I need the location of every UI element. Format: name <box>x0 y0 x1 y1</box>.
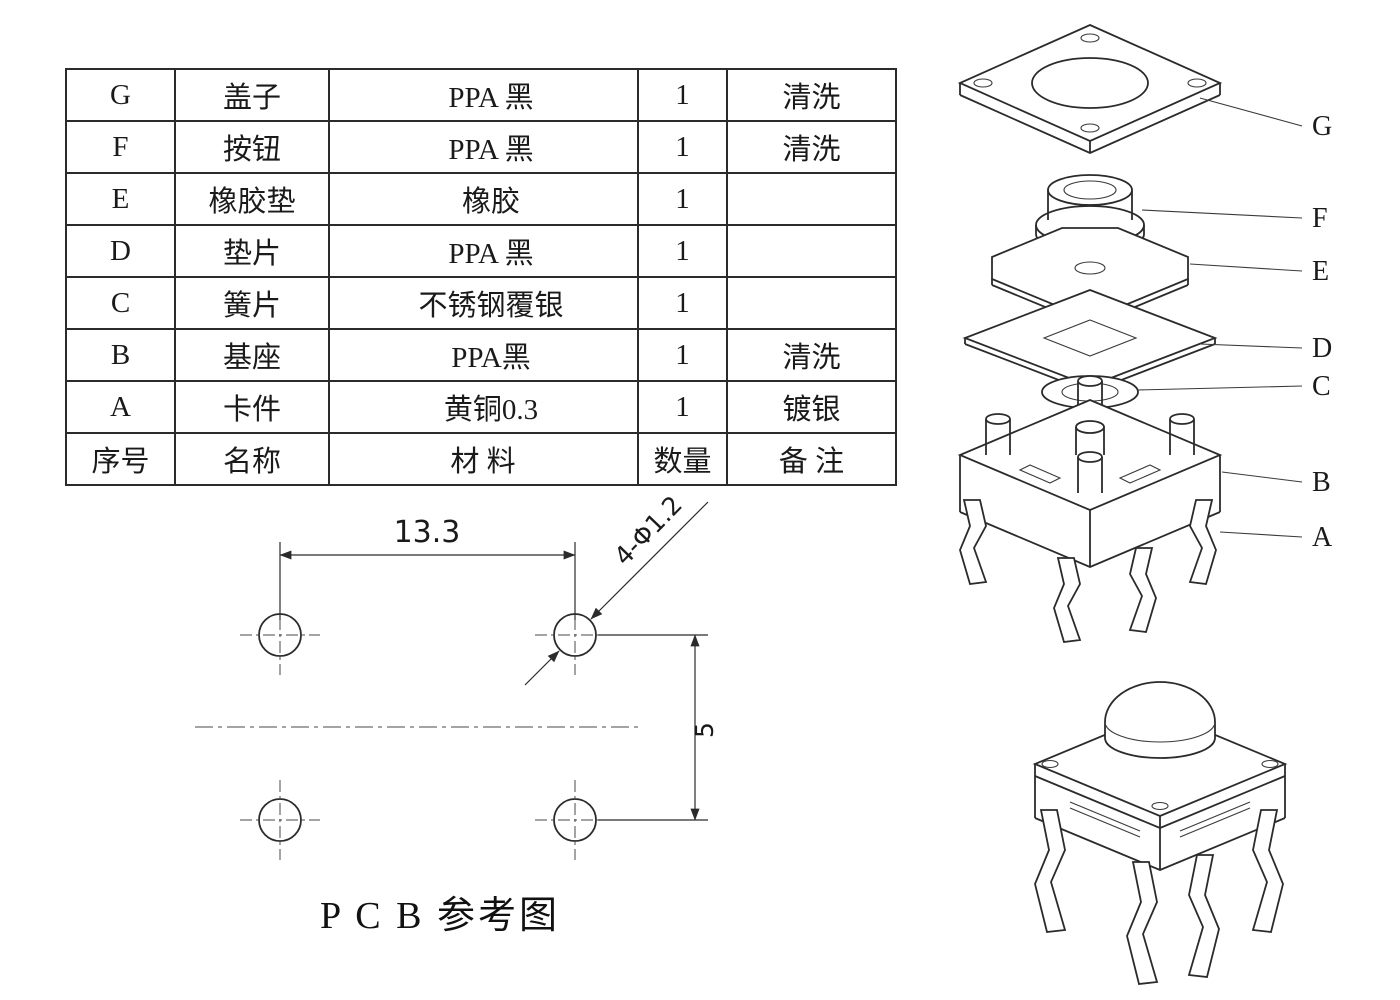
pcb-dim-width-label: 13.3 <box>394 515 461 550</box>
bom-header-name: 名称 <box>174 432 330 486</box>
assembled-button-dome <box>1104 681 1216 759</box>
part-cover-G <box>957 24 1223 154</box>
bom-cell-name: 橡胶垫 <box>174 172 330 226</box>
callout-C: C <box>1312 371 1331 402</box>
bom-cell-note: 清洗 <box>726 120 897 174</box>
bom-row-f: F 按钮 PPA 黑 1 清洗 <box>65 120 897 174</box>
bom-header-row: 序号 名称 材 料 数量 备 注 <box>65 432 897 486</box>
bom-row-g: G 盖子 PPA 黑 1 清洗 <box>65 68 897 122</box>
bom-cell-material: 橡胶 <box>328 172 639 226</box>
bom-cell-note <box>726 276 897 330</box>
assembled-view <box>1032 681 1288 985</box>
bom-cell-material: PPA 黑 <box>328 224 639 278</box>
bom-cell-note: 清洗 <box>726 328 897 382</box>
bom-cell-material: PPA 黑 <box>328 68 639 122</box>
bom-cell-no: E <box>65 172 176 226</box>
bom-cell-name: 盖子 <box>174 68 330 122</box>
bom-cell-note <box>726 224 897 278</box>
pcb-reference-drawing: 13.3 4-Φ1.2 5 P C B 参考图 <box>195 490 719 937</box>
base-center-post <box>1075 420 1105 455</box>
assembled-clip-legs <box>1034 809 1284 985</box>
bom-row-d: D 垫片 PPA 黑 1 <box>65 224 897 278</box>
bom-cell-no: F <box>65 120 176 174</box>
callout-D: D <box>1312 333 1332 364</box>
assembled-base <box>1034 776 1286 871</box>
bom-cell-material: PPA 黑 <box>328 120 639 174</box>
callout-B: B <box>1312 467 1331 498</box>
bom-cell-qty: 1 <box>637 120 728 174</box>
bom-row-b: B 基座 PPA黑 1 清洗 <box>65 328 897 382</box>
callout-G: G <box>1312 111 1332 142</box>
bom-row-a: A 卡件 黄铜0.3 1 镀银 <box>65 380 897 434</box>
bom-row-c: C 簧片 不锈钢覆银 1 <box>65 276 897 330</box>
bom-cell-no: C <box>65 276 176 330</box>
bom-cell-qty: 1 <box>637 276 728 330</box>
pcb-dim-holes-label: 4-Φ1.2 <box>608 490 687 571</box>
bom-cell-name: 垫片 <box>174 224 330 278</box>
part-base-B <box>957 375 1223 568</box>
exploded-view: G F E D C B A <box>957 24 1333 643</box>
bom-cell-material: 不锈钢覆银 <box>328 276 639 330</box>
callout-F: F <box>1312 203 1328 234</box>
base-post <box>985 413 1011 455</box>
bom-cell-qty: 1 <box>637 380 728 434</box>
base-post <box>1077 451 1103 493</box>
bom-header-note: 备 注 <box>726 432 897 486</box>
pcb-dim-pitch-label: 5 <box>690 722 719 738</box>
bom-table: G 盖子 PPA 黑 1 清洗 F 按钮 PPA 黑 1 清洗 E 橡胶垫 橡胶… <box>65 68 897 486</box>
bom-cell-note <box>726 172 897 226</box>
bom-cell-no: B <box>65 328 176 382</box>
assembled-cover <box>1032 711 1288 829</box>
bom-header-material: 材 料 <box>328 432 639 486</box>
bom-cell-qty: 1 <box>637 328 728 382</box>
bom-cell-note: 清洗 <box>726 68 897 122</box>
bom-cell-no: A <box>65 380 176 434</box>
bom-cell-no: G <box>65 68 176 122</box>
bom-cell-name: 卡件 <box>174 380 330 434</box>
bom-header-qty: 数量 <box>637 432 728 486</box>
exploded-callouts: G F E D C B A <box>1137 97 1333 553</box>
bom-cell-qty: 1 <box>637 224 728 278</box>
bom-cell-qty: 1 <box>637 68 728 122</box>
part-clips-A <box>959 499 1217 643</box>
pcb-caption: P C B 参考图 <box>320 895 560 937</box>
pcb-hole-bottom-left <box>240 780 320 860</box>
base-post <box>1169 413 1195 455</box>
cover-center-hole <box>1031 57 1149 109</box>
callout-A: A <box>1312 522 1333 553</box>
bom-cell-note: 镀银 <box>726 380 897 434</box>
callout-E: E <box>1312 256 1329 287</box>
bom-cell-name: 簧片 <box>174 276 330 330</box>
pcb-hole-bottom-right <box>535 780 615 860</box>
bom-row-e: E 橡胶垫 橡胶 1 <box>65 172 897 226</box>
bom-cell-name: 基座 <box>174 328 330 382</box>
bom-header-no: 序号 <box>65 432 176 486</box>
bom-cell-material: PPA黑 <box>328 328 639 382</box>
bom-cell-no: D <box>65 224 176 278</box>
pcb-dim-pitch: 5 <box>598 634 719 821</box>
bom-cell-name: 按钮 <box>174 120 330 174</box>
bom-cell-qty: 1 <box>637 172 728 226</box>
pcb-dim-holes: 4-Φ1.2 <box>524 490 709 686</box>
bom-cell-material: 黄铜0.3 <box>328 380 639 434</box>
pcb-dim-width: 13.3 <box>279 515 576 620</box>
